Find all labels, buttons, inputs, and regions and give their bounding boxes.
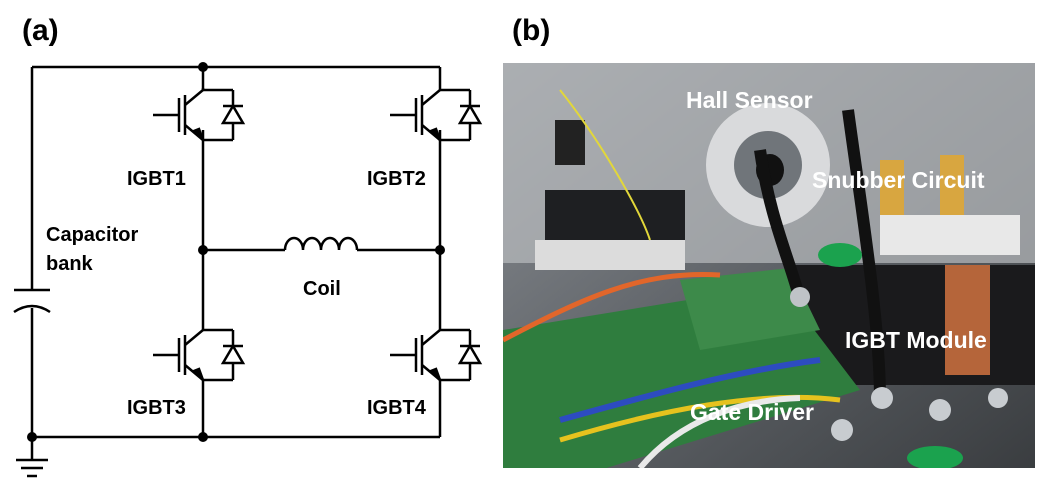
panel-a-label: (a) — [22, 14, 59, 47]
hall-sensor-label: Hall Sensor — [686, 87, 813, 113]
ground-symbol — [16, 458, 48, 478]
igbt1-symbol — [153, 88, 246, 142]
igbt2-label: IGBT2 — [367, 168, 426, 190]
coil-symbol — [283, 236, 359, 251]
igbt4-symbol — [390, 328, 483, 382]
capacitor-label-line1: Capacitor — [46, 224, 138, 246]
hardware-photo: Hall Sensor Snubber Circuit IGBT Module … — [503, 63, 1035, 468]
capacitor-label-line2: bank — [46, 253, 94, 275]
gate-driver-label: Gate Driver — [690, 399, 814, 425]
snubber-circuit-label: Snubber Circuit — [812, 167, 985, 193]
igbt3-label: IGBT3 — [127, 397, 186, 419]
capacitor-symbol — [13, 288, 51, 314]
igbt3-symbol — [153, 328, 246, 382]
igbt-module-label: IGBT Module — [845, 327, 987, 353]
igbt1-label: IGBT1 — [127, 168, 186, 190]
junction-dots — [27, 62, 445, 442]
coil-label: Coil — [303, 278, 341, 300]
igbt2-symbol — [390, 88, 483, 142]
panel-b-label: (b) — [512, 14, 551, 47]
igbt4-label: IGBT4 — [367, 397, 427, 419]
